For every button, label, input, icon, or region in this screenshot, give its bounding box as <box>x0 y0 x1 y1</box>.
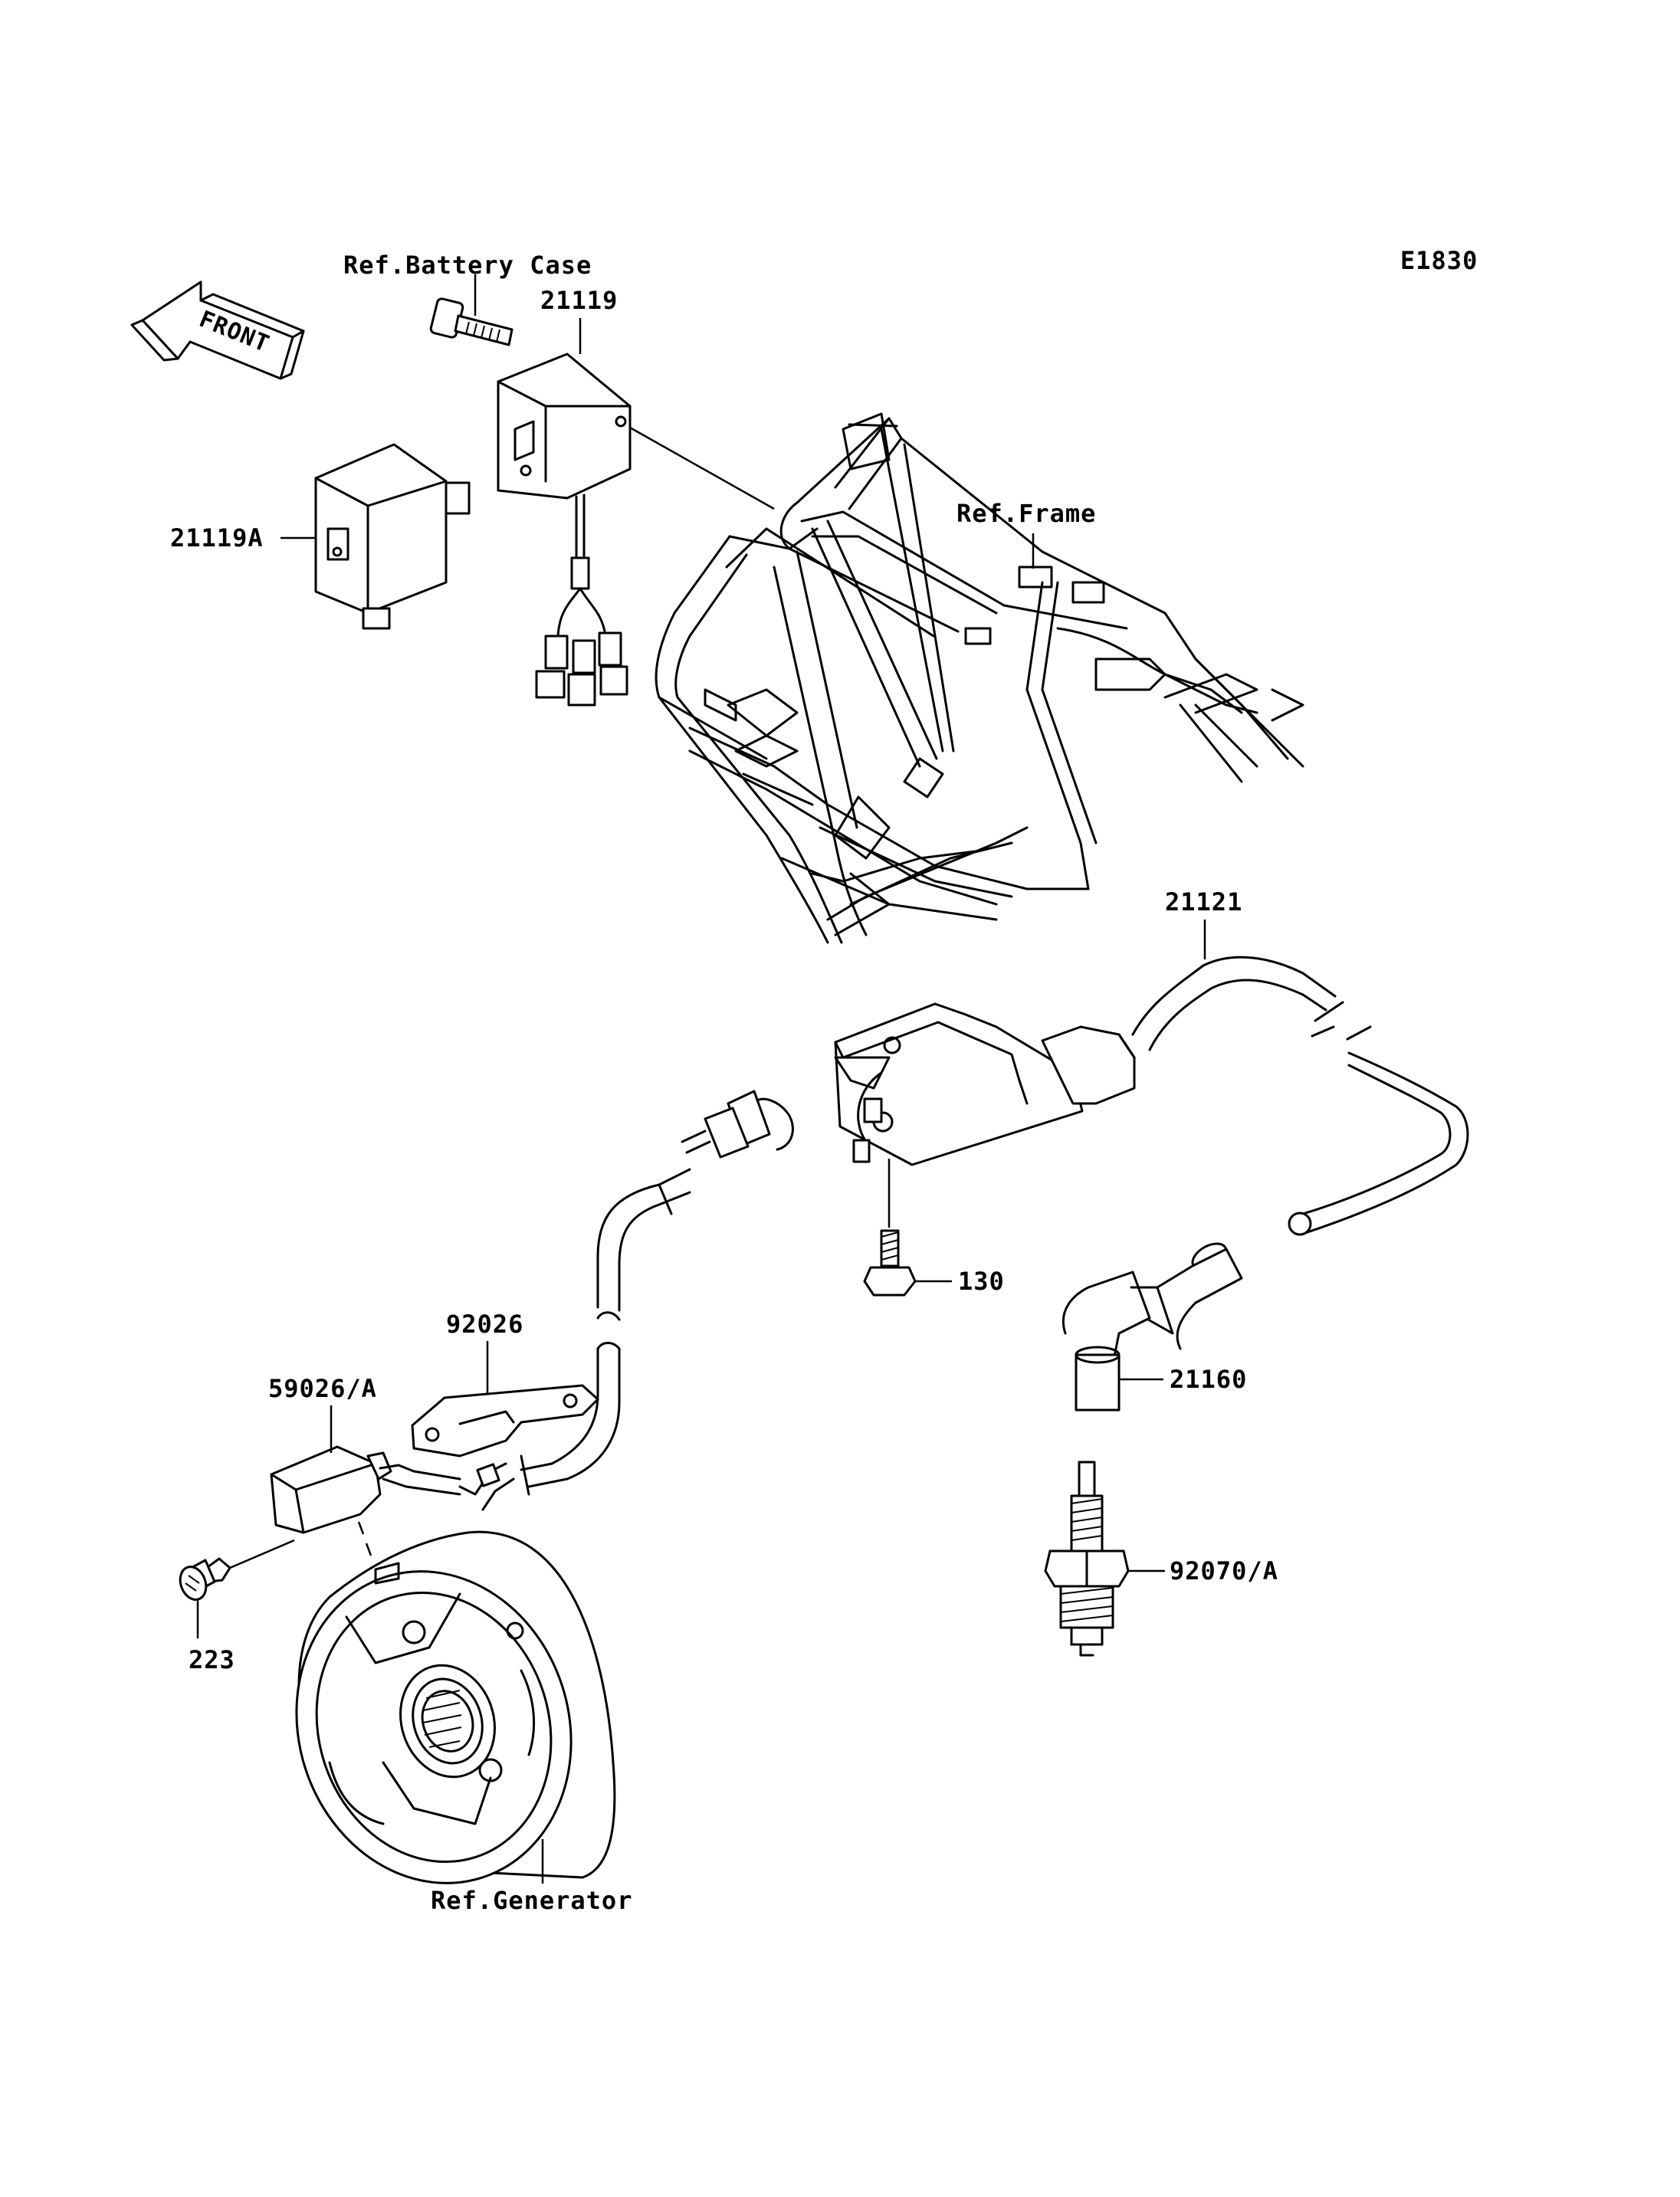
part-92026-clamp <box>411 1384 599 1458</box>
frame-structure <box>655 412 1304 944</box>
label-223: 223 <box>189 1645 235 1674</box>
label-21160: 21160 <box>1170 1365 1247 1394</box>
part-92070A-spark-plug <box>1044 1461 1130 1657</box>
diagram-code: E1830 <box>1400 246 1478 275</box>
front-arrow-icon: FRONT <box>130 280 305 380</box>
label-generator: Ref.Generator <box>431 1886 632 1915</box>
label-92026: 92026 <box>446 1310 523 1339</box>
part-21119-regulator <box>497 353 632 707</box>
label-21121: 21121 <box>1165 887 1242 917</box>
generator-rotor <box>295 1530 616 1884</box>
part-130-bolt <box>863 1159 917 1297</box>
label-frame: Ref.Frame <box>956 499 1096 528</box>
part-21160-plug-cap <box>1061 1242 1243 1412</box>
label-battery-case: Ref.Battery Case <box>343 251 592 280</box>
label-92070A: 92070/A <box>1170 1556 1278 1585</box>
label-59026A: 59026/A <box>268 1374 377 1403</box>
part-59026A-pickup-coil <box>270 1445 461 1534</box>
battery-case-bolt <box>429 297 514 346</box>
part-21119A-regulator <box>314 443 471 630</box>
pickup-harness <box>458 1090 794 1511</box>
label-21119A: 21119A <box>170 523 264 553</box>
part-223-screw <box>179 1539 295 1601</box>
part-21121-ignition-coil <box>834 956 1469 1236</box>
label-130: 130 <box>958 1267 1005 1296</box>
label-21119: 21119 <box>540 286 618 315</box>
